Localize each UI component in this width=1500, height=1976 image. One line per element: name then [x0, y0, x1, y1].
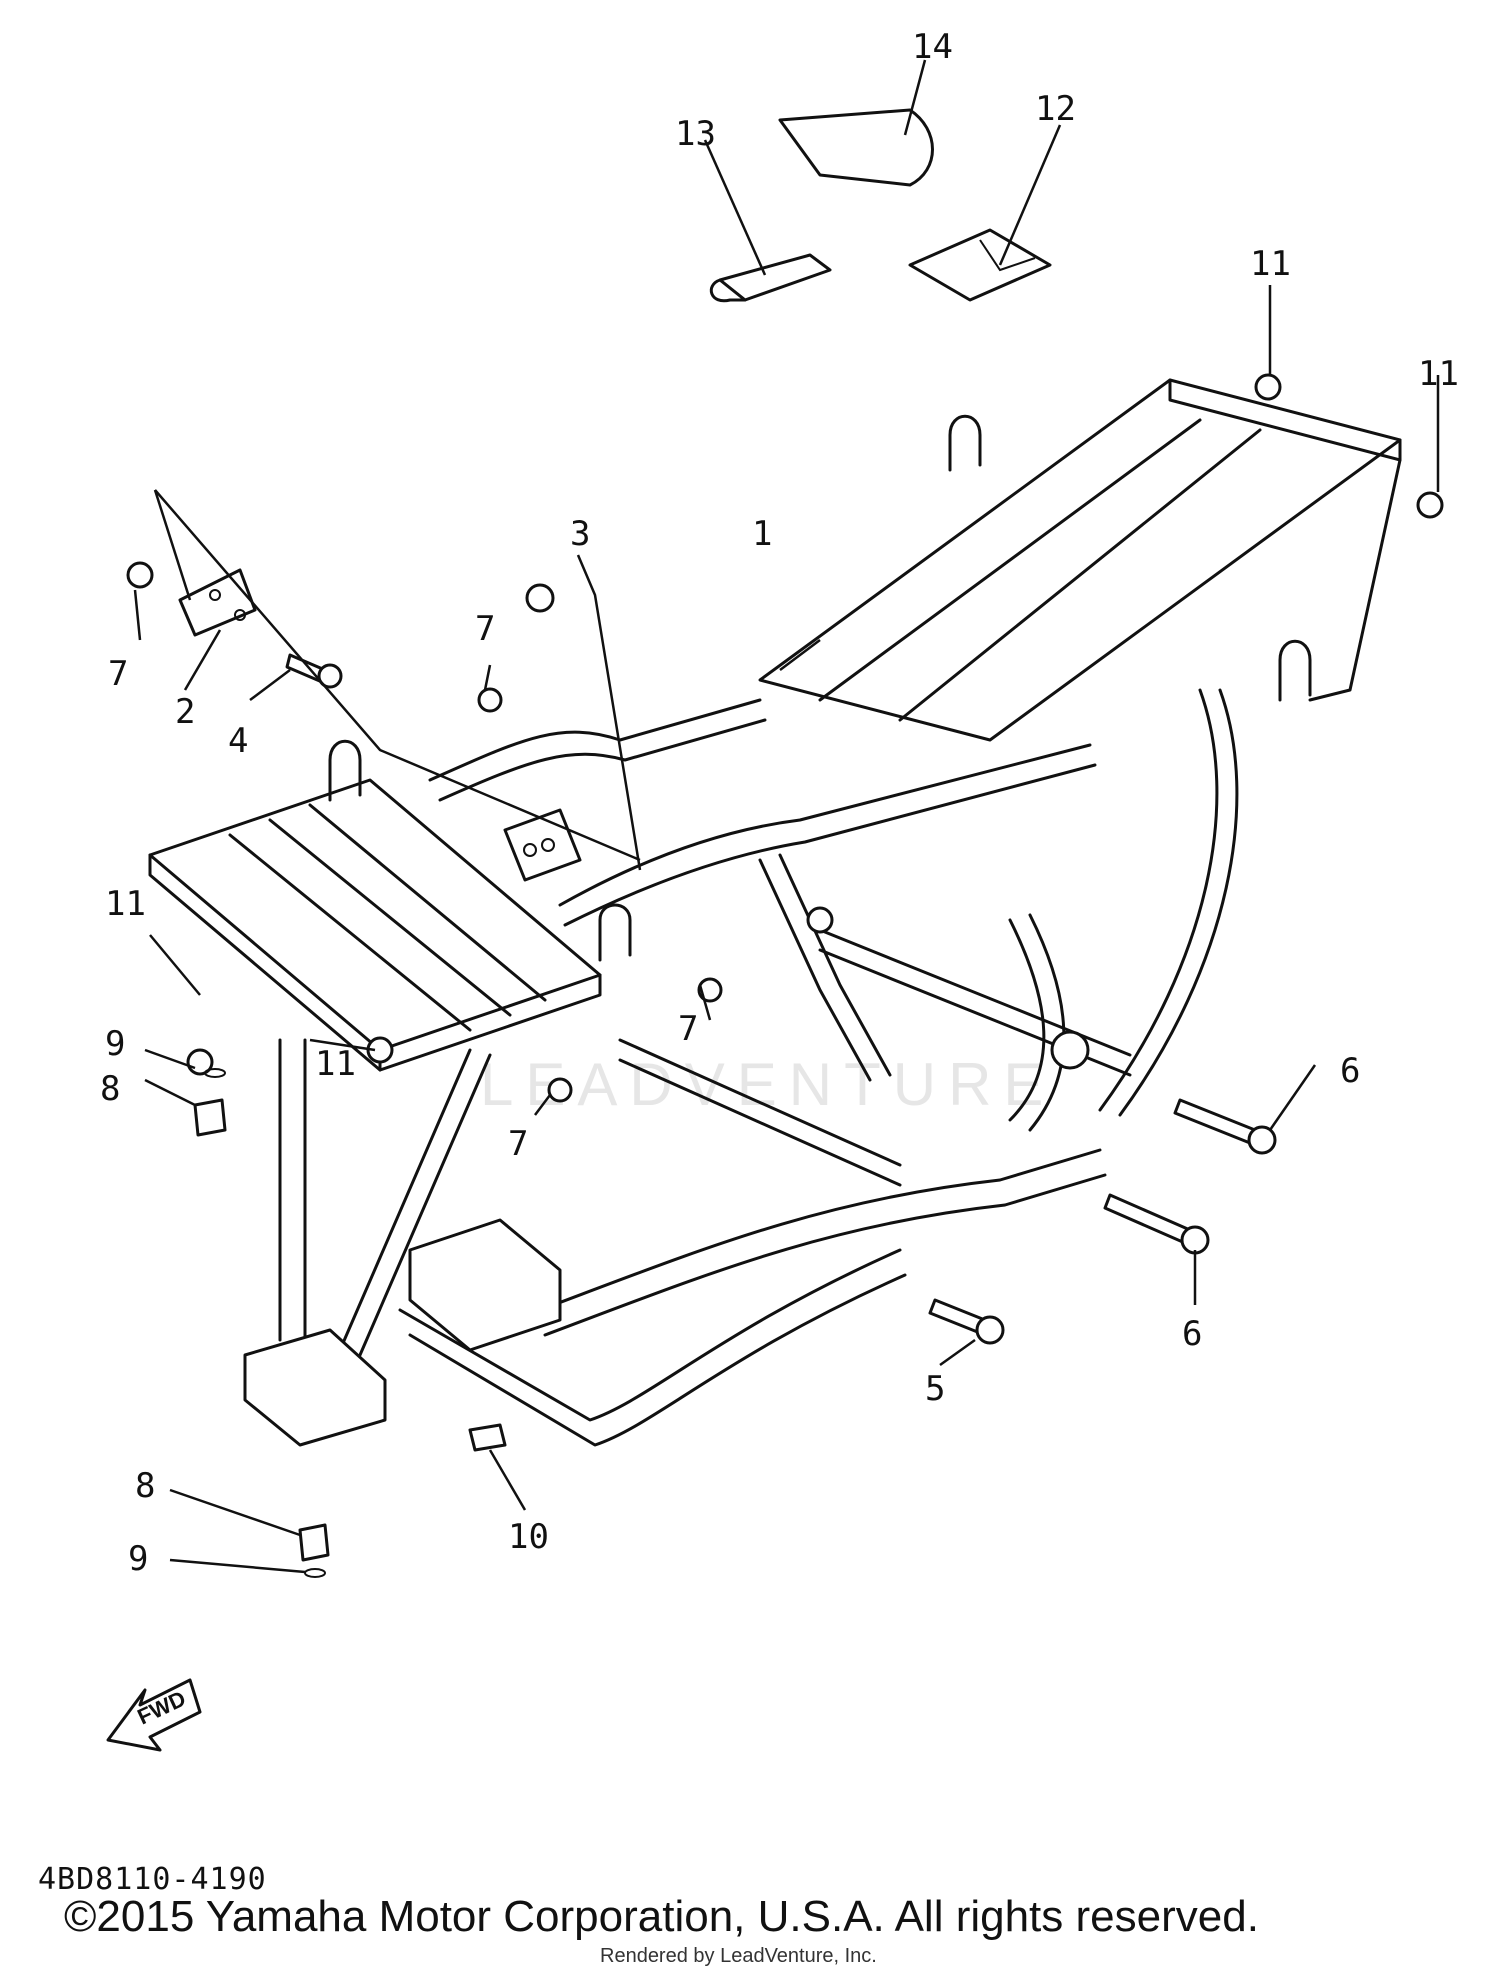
callout-7: 7 [678, 1009, 698, 1049]
callout-11: 11 [105, 884, 146, 924]
callout-14: 14 [912, 27, 953, 67]
fwd-arrow-icon: FWD [106, 1678, 202, 1752]
callout-6: 6 [1182, 1314, 1202, 1354]
callout-8: 8 [100, 1069, 120, 1109]
part-13-strap [709, 253, 832, 303]
callout-9: 9 [105, 1024, 125, 1064]
watermark: LEADVENTURE [480, 1051, 1056, 1118]
rendered-by-note: Rendered by LeadVenture, Inc. [600, 1945, 877, 1967]
copyright-notice: ©2015 Yamaha Motor Corporation, U.S.A. A… [64, 1892, 1259, 1941]
callout-13: 13 [675, 114, 716, 154]
part-bolts-nuts [126, 373, 1444, 1578]
callout-7: 7 [108, 654, 128, 694]
callout-4: 4 [228, 721, 248, 761]
callout-11: 11 [1250, 244, 1291, 284]
callout-12: 12 [1035, 89, 1076, 129]
part-12-label [908, 228, 1052, 302]
callout-5: 5 [925, 1369, 945, 1409]
callout-7: 7 [475, 609, 495, 649]
callout-11: 11 [315, 1044, 356, 1084]
callout-11: 11 [1418, 354, 1459, 394]
callout-numbers: 14 12 13 11 11 1 3 7 2 4 7 11 9 8 11 7 7… [100, 27, 1459, 1579]
callout-9: 9 [128, 1539, 148, 1579]
callout-8: 8 [135, 1466, 155, 1506]
callout-3: 3 [570, 514, 590, 554]
callout-6: 6 [1340, 1051, 1360, 1091]
part-14-pad [778, 108, 934, 187]
callout-2: 2 [175, 692, 195, 732]
diagram-code: 4BD8110-4190 [38, 1862, 267, 1897]
callout-1: 1 [752, 514, 772, 554]
callout-10: 10 [508, 1517, 549, 1557]
leader-lines [133, 59, 1440, 1574]
frame-assembly [148, 378, 1402, 1447]
callout-7: 7 [508, 1124, 528, 1164]
part-2-bracket [178, 568, 257, 637]
